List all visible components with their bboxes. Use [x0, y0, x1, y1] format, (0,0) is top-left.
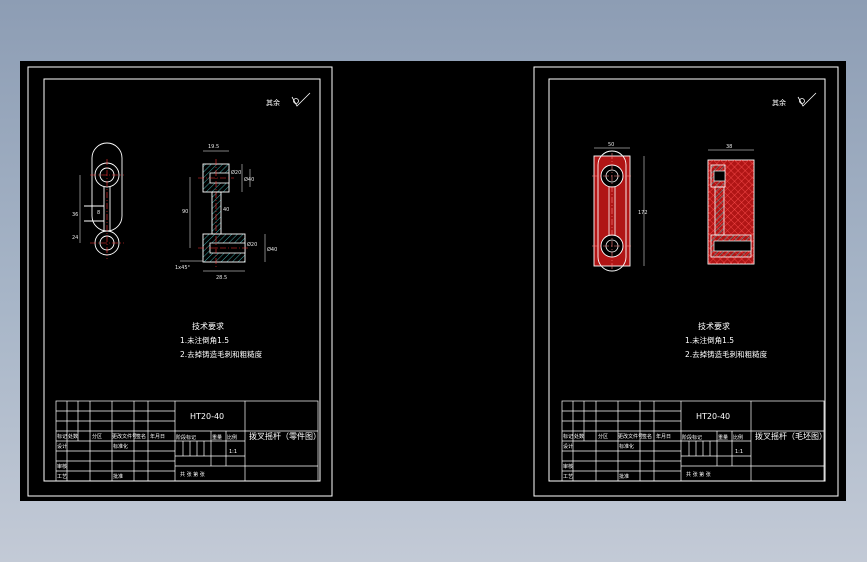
- roughness-symbol-icon: [797, 92, 817, 107]
- side-view-centerlines: [198, 159, 250, 267]
- sheet-outer-border: [533, 66, 839, 497]
- roughness-symbol-icon: [291, 92, 311, 107]
- tb-sign: 签名: [136, 433, 146, 440]
- tech-line-2: 2.去掉铸造毛刺和粗糙度: [180, 349, 263, 359]
- dim-hole-top: Ø20: [231, 169, 241, 176]
- tb-date: 年月日: [150, 433, 165, 440]
- dim-left-a: 36: [72, 212, 78, 218]
- tech-line-1: 1.未注倒角1.5: [685, 335, 734, 345]
- tb-scale: 比例: [227, 434, 237, 441]
- tech-title: 技术要求: [698, 321, 730, 331]
- tb-doc: 更改文件号: [112, 433, 137, 440]
- tech-line-2: 2.去掉铸造毛刺和粗糙度: [685, 349, 768, 359]
- dim-blank-side-width: 38: [726, 144, 732, 150]
- tb-weight: 重量: [718, 434, 728, 441]
- dim-left-b: 24: [72, 235, 78, 241]
- tb-sign: 签名: [642, 433, 652, 440]
- sheet-outer-border: [27, 66, 333, 497]
- tb-scale-value: 1:1: [229, 449, 237, 455]
- tb-sheet: 共 张 第 张: [180, 471, 205, 478]
- cad-viewport[interactable]: 其余 36 24 8: [20, 61, 846, 501]
- tb-process: 工艺: [57, 474, 67, 480]
- tb-approve: 批准: [113, 473, 123, 480]
- tb-approve: 批准: [619, 473, 629, 480]
- tb-stage: 阶段标记: [682, 434, 702, 441]
- dim-center-dist: 90: [182, 209, 188, 215]
- roughness-note: 其余: [266, 98, 280, 107]
- blank-front-centerlines: [592, 153, 632, 269]
- tb-scale: 比例: [733, 434, 743, 441]
- front-view: [84, 142, 123, 256]
- drawing-sheet-blank[interactable]: 其余 50 172: [533, 66, 839, 497]
- tb-scale-value: 1:1: [735, 449, 743, 455]
- cad-drawing: 其余 36 24 8: [27, 66, 839, 497]
- tb-zone: 分区: [92, 433, 102, 440]
- tb-count: 处数: [68, 433, 78, 440]
- tb-weight: 重量: [212, 434, 222, 441]
- tb-date: 年月日: [656, 433, 671, 440]
- dim-rib: 40: [223, 207, 229, 213]
- tb-mark: 标记: [563, 433, 573, 440]
- blank-front-view: [593, 147, 645, 272]
- roughness-note: 其余: [772, 98, 786, 107]
- tb-process: 工艺: [563, 474, 573, 480]
- dim-blank-width: 50: [608, 142, 614, 148]
- blank-side-view: [707, 149, 755, 265]
- title-block: [55, 400, 319, 482]
- drawing-sheet-part[interactable]: 其余 36 24 8: [27, 66, 333, 497]
- tb-design: 设计: [563, 443, 573, 450]
- material-label: HT20-40: [190, 412, 224, 421]
- front-view-centerlines: [90, 159, 124, 259]
- tb-count: 处数: [574, 433, 584, 440]
- tech-line-1: 1.未注倒角1.5: [180, 335, 229, 345]
- dim-boss-top: Ø40: [244, 176, 254, 183]
- tb-mark: 标记: [57, 433, 67, 440]
- tb-review: 审核: [57, 463, 67, 470]
- dim-chamfer: 1x45°: [175, 265, 191, 271]
- part-name: 拨叉摇杆（零件图）: [249, 431, 321, 441]
- dim-blank-height: 172: [638, 210, 648, 216]
- tb-zone: 分区: [598, 433, 608, 440]
- dim-hole-bottom: Ø20: [247, 241, 257, 248]
- tb-sheet: 共 张 第 张: [686, 471, 711, 478]
- dim-boss-bottom: Ø40: [267, 246, 277, 253]
- dim-bottom-width: 28.5: [216, 275, 227, 281]
- tb-stage: 阶段标记: [176, 434, 196, 441]
- tb-std: 标准化: [619, 443, 634, 450]
- title-block: [561, 400, 825, 482]
- dim-rib-width: 8: [97, 210, 100, 216]
- material-label: HT20-40: [696, 412, 730, 421]
- tech-title: 技术要求: [192, 321, 224, 331]
- part-name: 拨叉摇杆（毛坯图）: [755, 431, 827, 441]
- tb-std: 标准化: [113, 443, 128, 450]
- tb-review: 审核: [563, 463, 573, 470]
- dim-top-width: 19.5: [208, 144, 219, 150]
- tb-design: 设计: [57, 443, 67, 450]
- tb-doc: 更改文件号: [618, 433, 643, 440]
